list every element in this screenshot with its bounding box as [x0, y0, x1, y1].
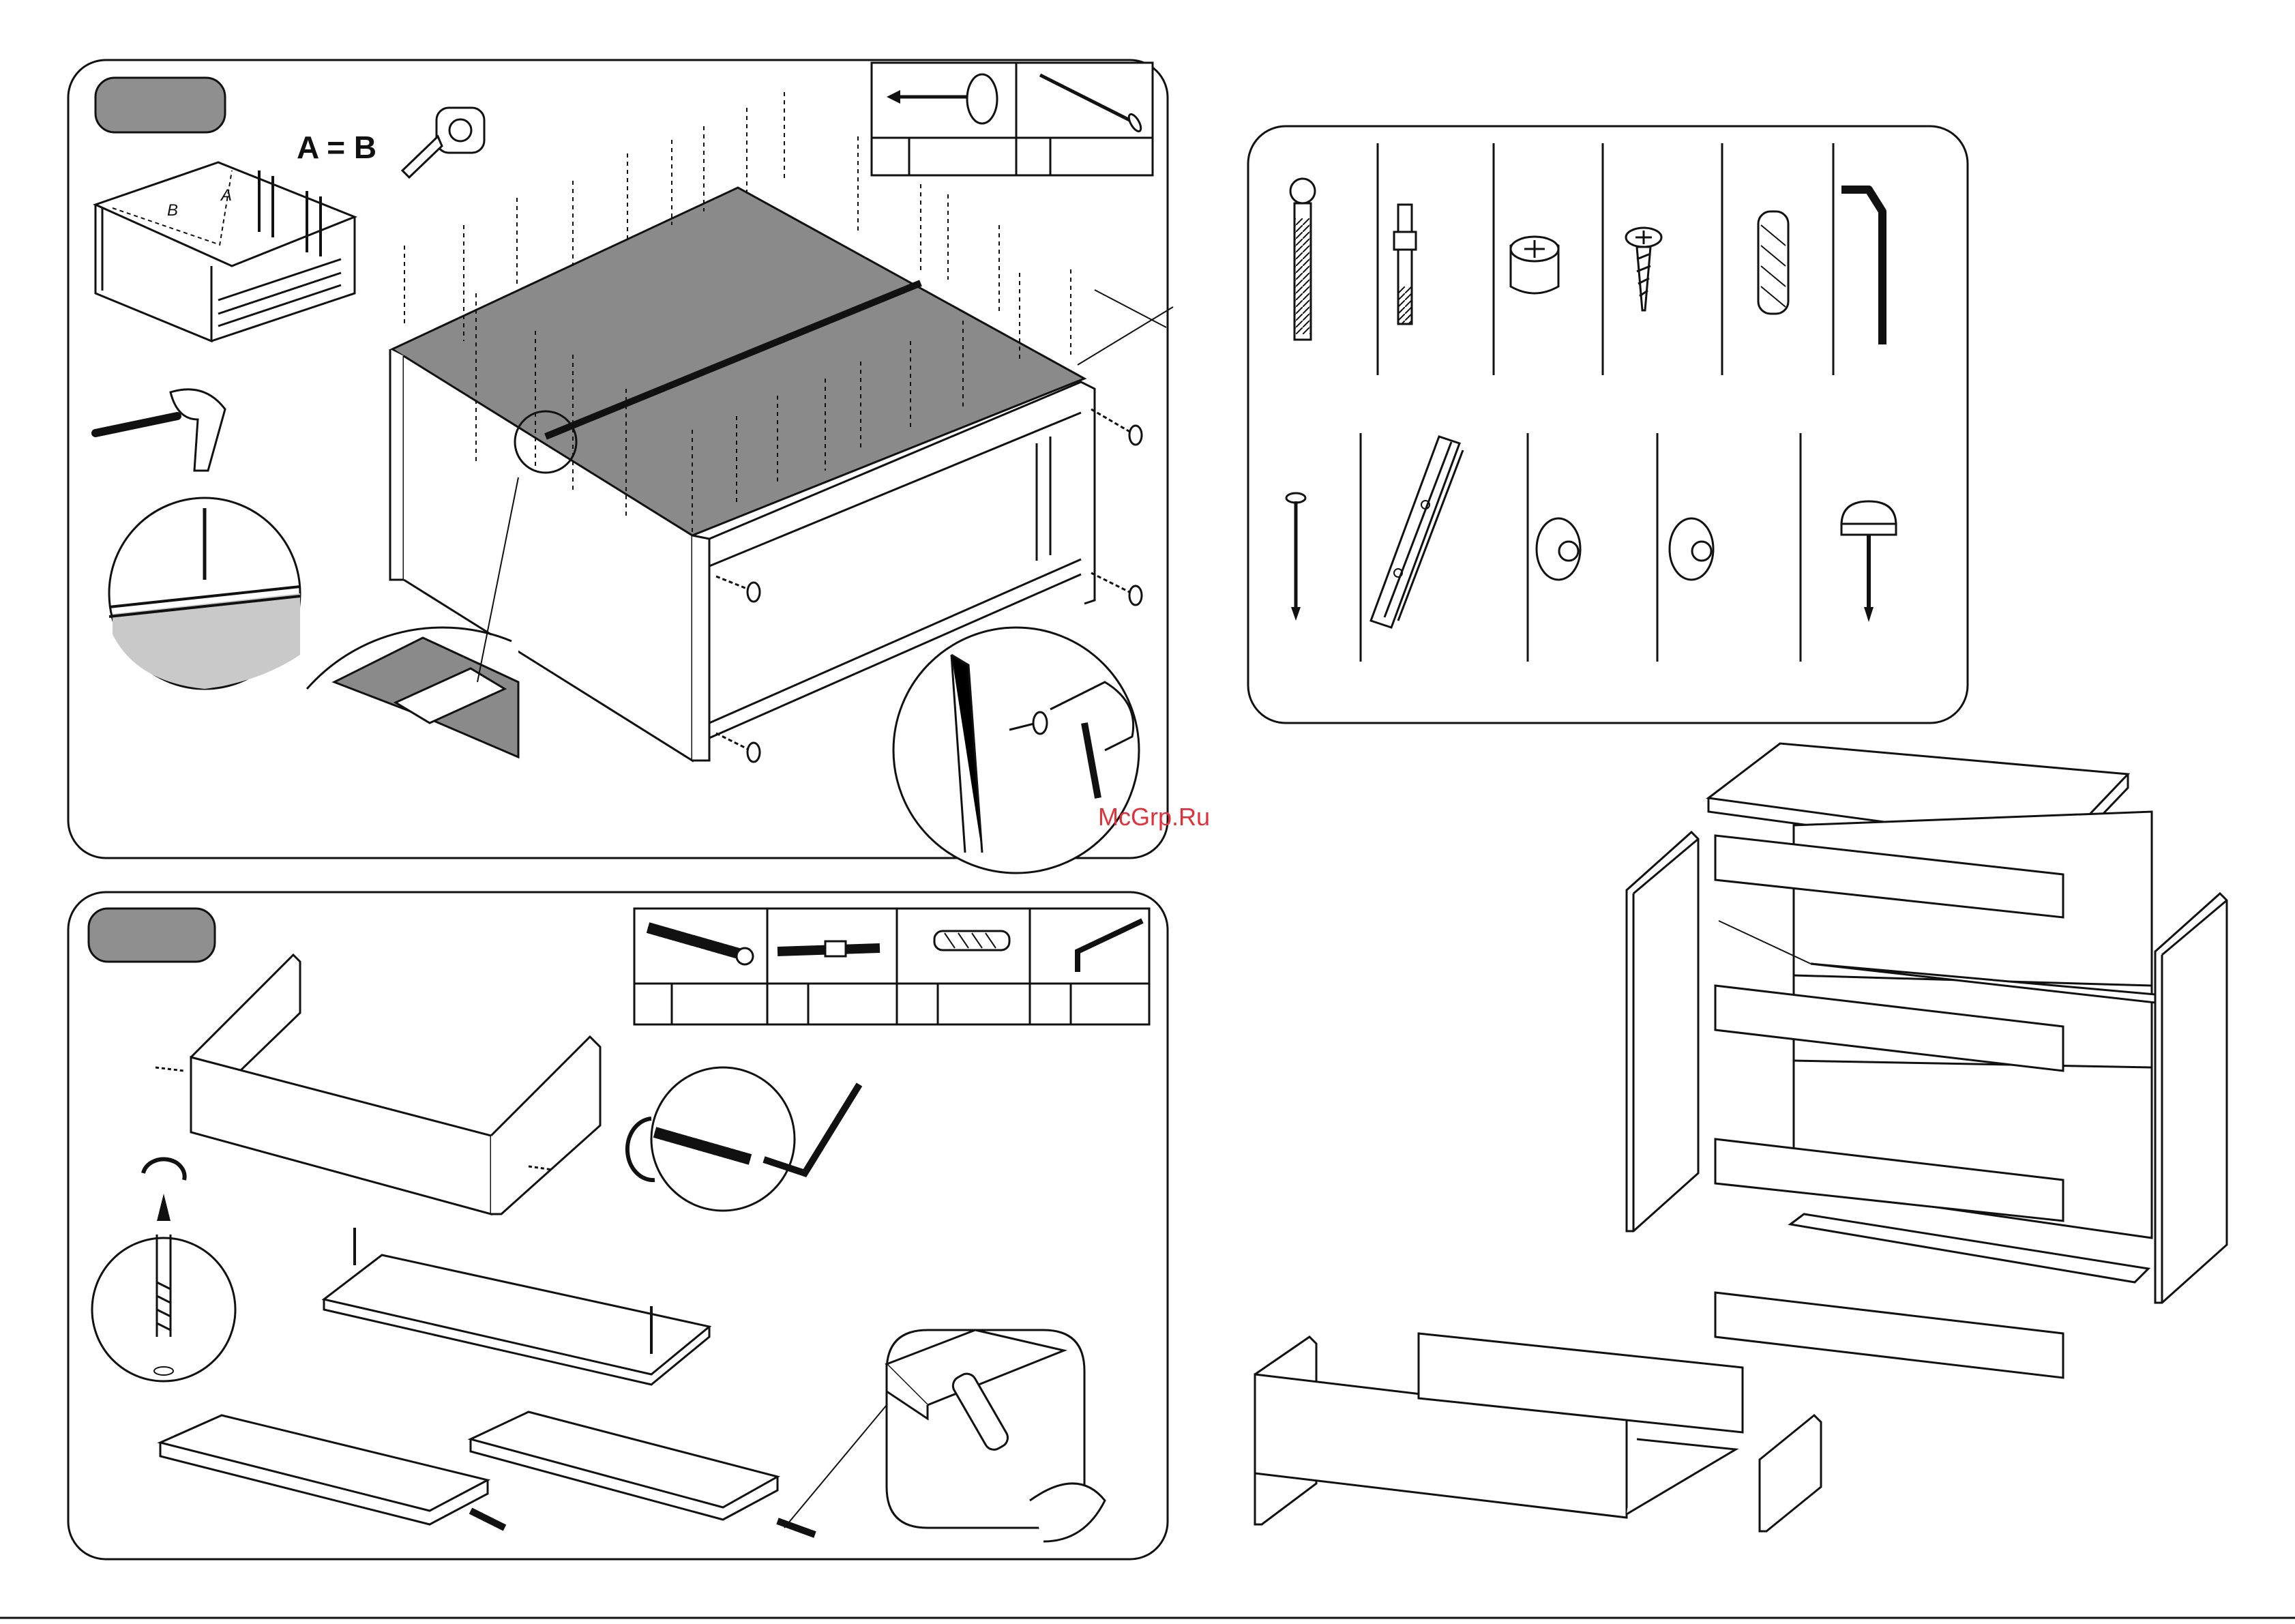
- hammer-icon: [95, 389, 225, 471]
- dimension-b-label: B: [167, 201, 178, 220]
- dowel-detail-window: [784, 1330, 1105, 1541]
- confirmat-detail-circle: [627, 1067, 859, 1211]
- lower-panels: [160, 1412, 815, 1535]
- shelf-support-icon: [1670, 518, 1713, 580]
- confirmat-screw-icon: [1290, 179, 1315, 340]
- nailing-detail-circle: [109, 498, 300, 689]
- measuring-tape-icon: [402, 108, 484, 177]
- hardware-legend-panel: [1248, 126, 1968, 723]
- shelf-support-icon: [1537, 518, 1580, 580]
- watermark: McGrp.Ru: [1098, 803, 1210, 831]
- drawer-runner-icon: [1371, 437, 1463, 628]
- bumper-detail-circle: [893, 628, 1139, 873]
- step-2-badge: [89, 909, 215, 962]
- exploded-drawer-view: [1255, 1333, 1821, 1531]
- cam-lock-icon: [1511, 237, 1558, 293]
- wood-screw-icon: [1626, 228, 1661, 310]
- step-2-panel: [68, 892, 1168, 1559]
- dimension-a-label: A: [220, 186, 232, 205]
- exploded-cabinet-view: [1627, 743, 2227, 1378]
- wood-dowel-icon: [1758, 211, 1788, 314]
- carcass-diagonal-check: B A: [95, 162, 355, 341]
- furniture-bumper-icon: [1841, 501, 1896, 622]
- step-1-hardware-box: [872, 63, 1153, 175]
- cam-bolt-detail: [92, 1160, 235, 1381]
- step-1-badge: [95, 78, 225, 132]
- step-1-panel: A = B B A: [68, 60, 1210, 873]
- shelf-panel: [324, 1228, 709, 1385]
- dimension-equation: A = B: [297, 130, 376, 165]
- wood-dowel-icon: [934, 931, 1009, 950]
- nail-icon: [1286, 493, 1305, 621]
- drawer-frame-assembly: [156, 955, 600, 1214]
- step-2-hardware-box: [634, 909, 1149, 1024]
- hex-key-icon: [1841, 190, 1882, 344]
- cam-bolt-icon: [1394, 205, 1416, 324]
